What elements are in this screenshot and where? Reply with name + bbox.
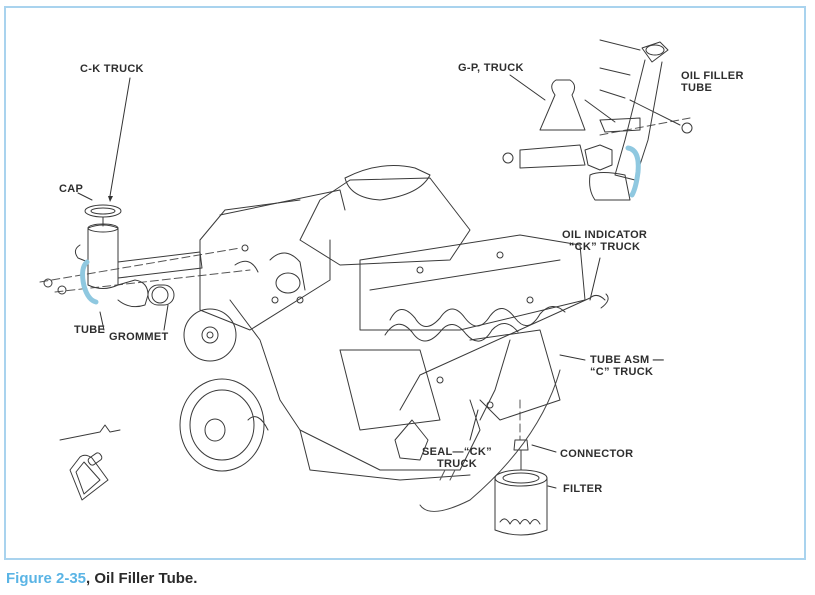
- leader-oil-indicator: [590, 258, 600, 300]
- leader-seal: [470, 410, 478, 440]
- oil-filter-assembly: [495, 440, 547, 535]
- leader-ck-truck: [110, 78, 130, 196]
- oil-indicator-tube: [395, 294, 608, 460]
- cap-part: [85, 205, 121, 217]
- callout-seal-line1: SEAL—“CK”: [422, 446, 492, 458]
- callout-seal-line2: TRUCK: [436, 458, 477, 470]
- leader-connector: [532, 445, 556, 452]
- callout-oil-indicator: OIL INDICATOR “CK” TRUCK: [562, 229, 647, 253]
- gp-seal-part: [60, 425, 120, 500]
- callout-tube: TUBE: [74, 324, 106, 336]
- figure-number: Figure 2-35: [6, 570, 87, 587]
- callout-seal: SEAL—“CK” TRUCK: [422, 446, 492, 470]
- nut-part: [44, 279, 52, 287]
- callout-tube-asm-line1: TUBE ASM —: [590, 354, 665, 366]
- engine-block: [180, 166, 585, 480]
- arrowhead-ck-truck: [108, 196, 113, 202]
- callout-filter: FILTER: [563, 483, 603, 495]
- nut-part: [58, 286, 66, 294]
- seal-ring-part: [395, 420, 428, 460]
- filter-hose: [420, 370, 560, 511]
- callout-oil-filler-tube: OIL FILLER TUBE: [681, 70, 744, 94]
- callout-ck-truck: C-K TRUCK: [80, 63, 144, 75]
- leader-lines: [78, 75, 600, 488]
- leader-grommet: [164, 305, 168, 330]
- callout-tube-asm: TUBE ASM — “C” TRUCK: [590, 354, 664, 378]
- callout-oil-filler-tube-line1: OIL FILLER: [681, 70, 744, 82]
- callout-oil-indicator-line2: “CK” TRUCK: [568, 241, 641, 253]
- callout-gp-truck: G-P, TRUCK: [458, 62, 524, 74]
- crankshaft-pulley: [180, 379, 264, 471]
- tube-highlight: [83, 262, 96, 302]
- callout-connector: CONNECTOR: [560, 448, 634, 460]
- figure-title: , Oil Filler Tube.: [86, 570, 198, 587]
- assembly-lines: [40, 118, 690, 440]
- leader-gp-truck: [510, 75, 545, 100]
- leader-tube-asm: [560, 355, 585, 360]
- connector-part: [514, 440, 528, 450]
- callout-grommet: GROMMET: [109, 331, 169, 343]
- ck-filler-assembly: [44, 205, 202, 307]
- water-pump-pulley: [184, 309, 236, 361]
- figure-caption: Figure 2-35, Oil Filler Tube.: [6, 570, 197, 587]
- gp-filler-assembly: [503, 40, 692, 200]
- gp-tube-highlight: [628, 148, 638, 195]
- figure-frame: [4, 6, 806, 560]
- leader-tube: [100, 312, 104, 330]
- callout-oil-filler-tube-line2: TUBE: [681, 82, 713, 94]
- callout-tube-asm-line2: “C” TRUCK: [590, 366, 654, 378]
- callout-cap: CAP: [59, 183, 84, 195]
- callout-oil-indicator-line1: OIL INDICATOR: [562, 229, 648, 241]
- leader-filter: [548, 486, 556, 488]
- leader-cap: [78, 193, 92, 200]
